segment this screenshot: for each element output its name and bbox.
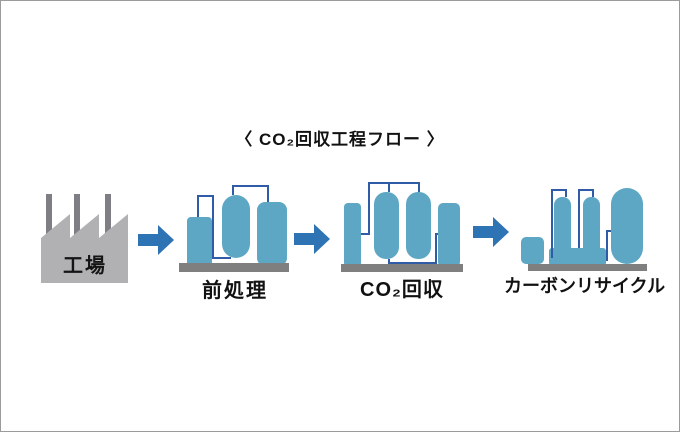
- pretreatment-plant-icon: [179, 185, 289, 272]
- factory-body: [41, 214, 128, 283]
- factory-chimneys: [46, 194, 111, 240]
- pipes: [361, 182, 438, 264]
- arrow-right-icon: [294, 224, 330, 254]
- pipes: [551, 189, 611, 261]
- factory-label: 工場: [63, 255, 107, 277]
- step-label-pretreatment: 前処理: [202, 280, 268, 302]
- arrow-right-icon: [473, 217, 509, 247]
- step-label-carbon-recycle: カーボンリサイクル: [504, 276, 666, 296]
- platform: [528, 264, 647, 271]
- vessels: [344, 192, 460, 267]
- flow-step-co2-capture: CO₂回収: [341, 179, 463, 301]
- flow-step-pretreatment: 前処理: [179, 181, 291, 302]
- vessels: [187, 195, 287, 267]
- factory-icon: [41, 194, 128, 283]
- pipes: [197, 185, 269, 259]
- flow-source-factory: 工場: [41, 191, 129, 284]
- arrow-right-icon: [138, 225, 174, 255]
- carbon-recycle-plant-icon: [521, 188, 647, 271]
- vessels: [521, 188, 643, 266]
- diagram-title: 〈 CO₂回収工程フロー 〉: [235, 130, 445, 149]
- platform: [341, 264, 463, 272]
- platform: [179, 263, 289, 272]
- co2-capture-plant-icon: [341, 182, 463, 272]
- step-label-co2-capture: CO₂回収: [360, 279, 444, 301]
- flow-step-carbon-recycle: カーボンリサイクル: [504, 183, 665, 301]
